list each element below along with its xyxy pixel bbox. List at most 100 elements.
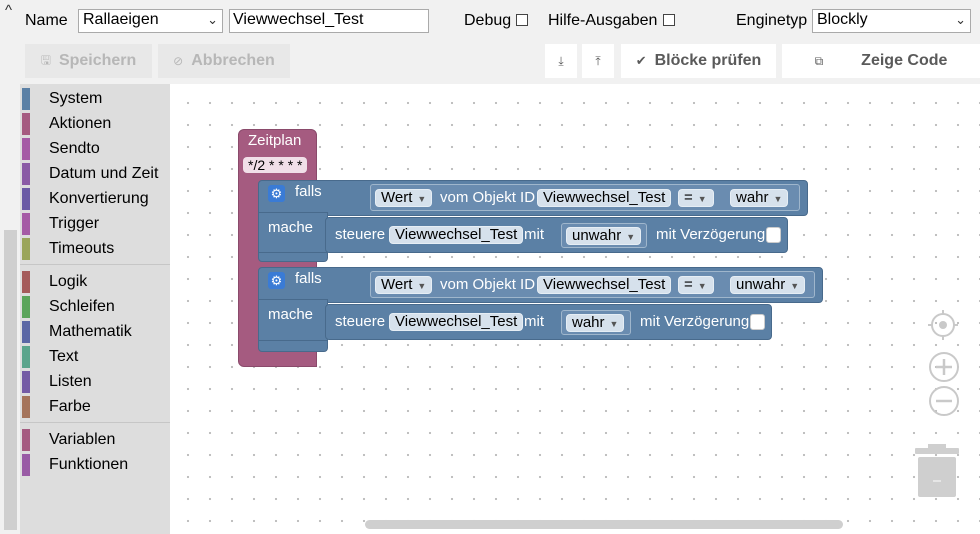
- toolbox-category-aktionen[interactable]: Aktionen: [20, 113, 111, 135]
- toolbox-category-sendto[interactable]: Sendto: [20, 138, 100, 160]
- compare-operator-dropdown[interactable]: =▼: [678, 189, 714, 207]
- dropdown-arrow-icon: ▼: [417, 194, 427, 204]
- set-value-dropdown[interactable]: wahr▼: [566, 314, 625, 332]
- recenter-icon[interactable]: [928, 310, 958, 345]
- mit-label: mit: [524, 313, 544, 330]
- delay-checkbox[interactable]: [766, 227, 781, 243]
- dropdown-arrow-icon: ▼: [417, 281, 427, 291]
- save-button[interactable]: 🖫 Speichern: [25, 44, 152, 78]
- target-object-field[interactable]: Viewwechsel_Test: [389, 313, 524, 331]
- export-button[interactable]: ⤓: [545, 44, 577, 78]
- category-label: Trigger: [49, 215, 100, 232]
- workspace-horizontal-scrollbar[interactable]: [365, 520, 843, 529]
- wert-dropdown[interactable]: Wert▼: [375, 189, 433, 207]
- category-label: Aktionen: [49, 115, 112, 132]
- engine-select[interactable]: Blockly ⌄: [812, 9, 971, 33]
- compare-value-dropdown[interactable]: wahr▼: [730, 189, 789, 207]
- dropdown-arrow-icon: ▼: [790, 281, 800, 291]
- category-label: Mathematik: [49, 323, 132, 340]
- toolbox-category-funktionen[interactable]: Funktionen: [20, 454, 128, 476]
- toolbox-category-variablen[interactable]: Variablen: [20, 429, 115, 451]
- check-blocks-button[interactable]: ✔ Blöcke prüfen: [621, 44, 776, 78]
- left-panel-scrollbar[interactable]: [4, 230, 17, 530]
- show-code-button[interactable]: ⧉ Zeige Code: [782, 44, 980, 78]
- debug-label: Debug: [464, 12, 512, 29]
- target-object-field[interactable]: Viewwechsel_Test: [389, 226, 524, 244]
- compare-operator-dropdown[interactable]: =▼: [678, 276, 714, 294]
- cancel-icon: ⊘: [173, 54, 184, 68]
- category-label: Listen: [49, 373, 92, 390]
- toolbox-category-mathematik[interactable]: Mathematik: [20, 321, 132, 343]
- save-button-label: Speichern: [58, 52, 137, 69]
- set-value-dropdown[interactable]: unwahr▼: [566, 227, 642, 245]
- debug-checkbox[interactable]: [516, 14, 528, 26]
- category-label: Variablen: [49, 431, 116, 448]
- engine-select-value: Blockly: [817, 11, 868, 28]
- zoom-out-icon[interactable]: [928, 385, 960, 422]
- collapse-caret-icon[interactable]: ^: [5, 2, 13, 19]
- cancel-button[interactable]: ⊘ Abbrechen: [158, 44, 290, 78]
- category-label: Sendto: [49, 140, 100, 157]
- category-color-swatch: [22, 138, 30, 160]
- blockly-workspace[interactable]: Zeitplan */2 * * * * ⚙ falls mache Wert▼…: [170, 84, 980, 534]
- gear-icon[interactable]: ⚙: [268, 185, 285, 202]
- if-block-1-foot: [258, 252, 328, 262]
- toolbox-category-farbe[interactable]: Farbe: [20, 396, 91, 418]
- falls-label: falls: [295, 183, 322, 200]
- if-block-2-body: [258, 299, 328, 345]
- toolbox-category-schleifen[interactable]: Schleifen: [20, 296, 115, 318]
- category-color-swatch: [22, 296, 30, 318]
- gear-icon[interactable]: ⚙: [268, 272, 285, 289]
- folder-select[interactable]: Rallaeigen ⌄: [78, 9, 223, 33]
- upload-icon: ⤒: [595, 53, 601, 68]
- toolbox-category-trigger[interactable]: Trigger: [20, 213, 99, 235]
- if-block-2-foot: [258, 340, 328, 352]
- zoom-in-icon[interactable]: [928, 351, 960, 388]
- delay-checkbox[interactable]: [750, 314, 765, 330]
- category-color-swatch: [22, 321, 30, 343]
- toolbox-category-logik[interactable]: Logik: [20, 271, 87, 293]
- script-name-input[interactable]: Viewwechsel_Test: [229, 9, 429, 33]
- mache-label: mache: [268, 219, 314, 236]
- toolbox-category-timeouts[interactable]: Timeouts: [20, 238, 114, 260]
- cancel-button-label: Abbrechen: [191, 52, 275, 69]
- category-color-swatch: [22, 346, 30, 368]
- code-icon: ⧉: [814, 53, 824, 68]
- chevron-down-icon: ⌄: [955, 12, 966, 27]
- cron-expression-field[interactable]: */2 * * * *: [243, 157, 308, 173]
- trash-icon[interactable]: [914, 442, 960, 505]
- show-code-label: Zeige Code: [861, 52, 948, 69]
- dropdown-arrow-icon: ▼: [697, 194, 707, 204]
- folder-select-value: Rallaeigen: [83, 11, 159, 28]
- download-icon: ⤓: [558, 53, 564, 68]
- toolbox-category-konvertierung[interactable]: Konvertierung: [20, 188, 149, 210]
- mache-label: mache: [268, 306, 314, 323]
- toolbox-category-text[interactable]: Text: [20, 346, 78, 368]
- toolbox-separator: [20, 264, 170, 265]
- verzoegerung-label: mit Verzögerung: [656, 226, 766, 243]
- dropdown-arrow-icon: ▼: [697, 281, 707, 291]
- category-color-swatch: [22, 113, 30, 135]
- wert-dropdown[interactable]: Wert▼: [375, 276, 433, 294]
- hilfe-ausgaben-label: Hilfe-Ausgaben: [548, 12, 658, 29]
- toolbox-category-listen[interactable]: Listen: [20, 371, 92, 393]
- compare-value-dropdown[interactable]: unwahr▼: [730, 276, 806, 294]
- check-icon: ✔: [635, 53, 647, 68]
- category-label: Datum und Zeit: [49, 165, 159, 182]
- hilfe-ausgaben-checkbox[interactable]: [663, 14, 675, 26]
- object-id-field[interactable]: Viewwechsel_Test: [537, 276, 672, 294]
- category-color-swatch: [22, 371, 30, 393]
- toolbox-category-system[interactable]: System: [20, 88, 102, 110]
- category-label: Farbe: [49, 398, 91, 415]
- import-button[interactable]: ⤒: [582, 44, 614, 78]
- chevron-down-icon: ⌄: [207, 12, 218, 27]
- category-label: Timeouts: [49, 240, 115, 257]
- category-color-swatch: [22, 163, 30, 185]
- toolbox-separator: [20, 422, 170, 423]
- steuere-label: steuere: [335, 226, 386, 243]
- vom-objekt-label: vom Objekt ID: [440, 189, 536, 206]
- object-id-field[interactable]: Viewwechsel_Test: [537, 189, 672, 207]
- category-color-swatch: [22, 88, 30, 110]
- toolbox-category-datum-und-zeit[interactable]: Datum und Zeit: [20, 163, 158, 185]
